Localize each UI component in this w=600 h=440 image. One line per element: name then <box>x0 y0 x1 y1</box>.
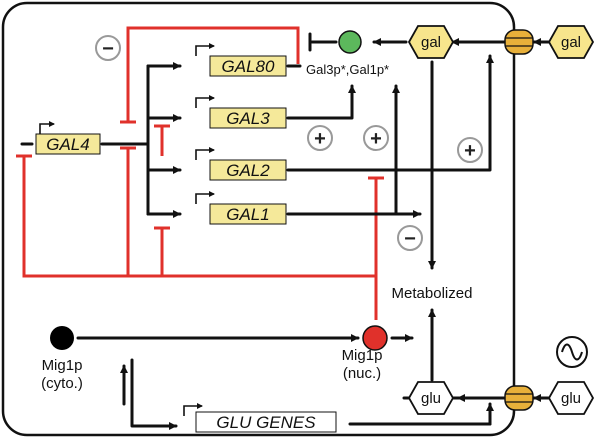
mig1p-nuc-label-line2: (nuc.) <box>343 365 381 382</box>
gene-gal2: GAL2 <box>209 159 287 181</box>
minus-sign-bottom: − <box>404 228 416 250</box>
cell-membrane <box>1 1 516 437</box>
activation-network <box>20 32 556 430</box>
gene-box-gal1 <box>209 203 287 225</box>
gal-outside-label: gal <box>561 34 581 51</box>
gene-box-gal80 <box>209 55 287 77</box>
promoter-arrows <box>39 43 215 416</box>
gene-box-glu-genes <box>195 411 337 433</box>
gal-outside-hexagon <box>547 25 595 59</box>
gene-box-gal3 <box>209 107 287 129</box>
gene-box-gal4 <box>35 133 101 155</box>
plus-badge-gal3: + <box>307 125 333 151</box>
repression-network <box>16 26 384 320</box>
gal-extracellular: gal <box>547 25 595 59</box>
mig1p-cyto-label-line1: Mig1p <box>42 357 83 374</box>
gene-box-gal2 <box>209 159 287 181</box>
gal80-complex-node <box>338 30 362 54</box>
glu-transporter <box>504 385 534 411</box>
mig1p-cyto-node <box>50 326 74 350</box>
glu-inside-label: glu <box>421 390 441 407</box>
mig1p-nuc-label-line1: Mig1p <box>342 347 383 364</box>
gene-label-gal3: GAL3 <box>226 109 270 128</box>
plus-sign-mid: + <box>370 128 382 150</box>
minus-badge-bottom: − <box>397 225 423 251</box>
gene-label-gal4: GAL4 <box>46 135 89 154</box>
glu-outside-label: glu <box>561 390 581 407</box>
minus-badge-top: − <box>95 35 121 61</box>
metabolized-label: Metabolized <box>392 285 473 302</box>
gene-label-gal80: GAL80 <box>222 57 275 76</box>
sine-wave-icon <box>556 336 588 368</box>
gene-gal80: GAL80 <box>209 55 287 77</box>
gal-transporter <box>504 29 534 55</box>
gal-intracellular: gal <box>407 25 455 59</box>
gal-inside-hexagon <box>407 25 455 59</box>
glu-inside-hexagon <box>407 381 455 415</box>
gene-gal3: GAL3 <box>209 107 287 129</box>
gene-gal4: GAL4 <box>35 133 101 155</box>
gene-label-glu-genes: GLU GENES <box>216 413 316 432</box>
plus-badge-mid: + <box>363 125 389 151</box>
plus-sign-gal3: + <box>314 128 326 150</box>
gene-label-gal2: GAL2 <box>226 161 270 180</box>
glu-extracellular: glu <box>547 381 595 415</box>
glu-intracellular: glu <box>407 381 455 415</box>
gene-gal1: GAL1 <box>209 203 287 225</box>
minus-sign-top: − <box>102 38 114 60</box>
mig1p-nuc-node <box>362 325 388 351</box>
gal-inside-label: gal <box>421 34 441 51</box>
plus-sign-gal2: + <box>464 140 476 162</box>
glu-outside-hexagon <box>547 381 595 415</box>
gene-glu-genes: GLU GENES <box>195 411 337 433</box>
gal3p-gal1p-label: Gal3p*,Gal1p* <box>306 62 389 77</box>
mig1p-cyto-label-line2: (cyto.) <box>41 375 83 392</box>
gene-label-gal1: GAL1 <box>226 205 269 224</box>
plus-badge-gal2: + <box>457 137 483 163</box>
